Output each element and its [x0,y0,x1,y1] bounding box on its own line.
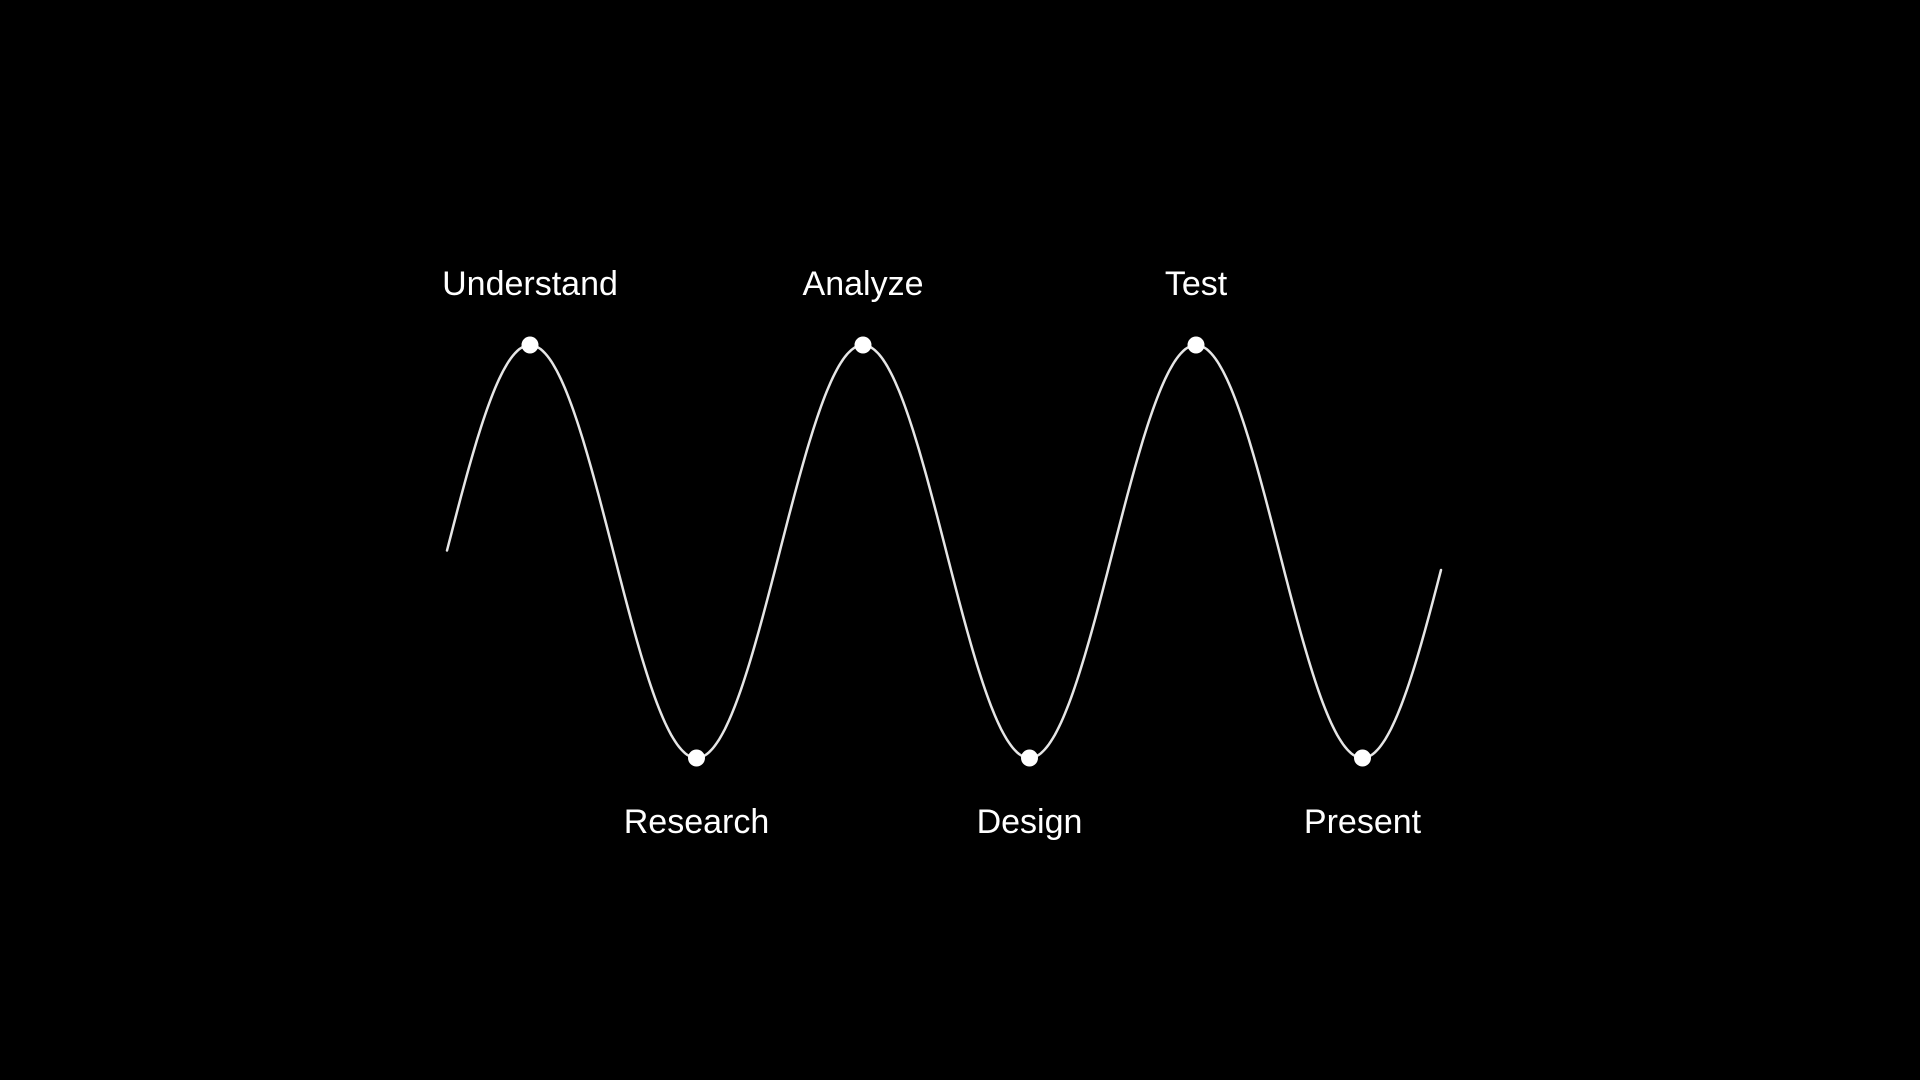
wave-node-research [688,749,705,767]
step-label-present: Present [1304,803,1422,841]
wave-node-understand [521,336,539,354]
step-label-design: Design [977,803,1083,841]
wave-nodes [521,336,1371,767]
sine-wave-line [445,343,1443,760]
wave-node-analyze [854,336,872,354]
wave-node-present [1354,749,1371,767]
step-label-analyze: Analyze [803,265,924,303]
step-label-understand: Understand [442,265,618,303]
wave-node-test [1187,336,1205,354]
wave-node-design [1021,749,1038,767]
step-label-research: Research [624,803,770,841]
step-label-test: Test [1165,265,1228,303]
